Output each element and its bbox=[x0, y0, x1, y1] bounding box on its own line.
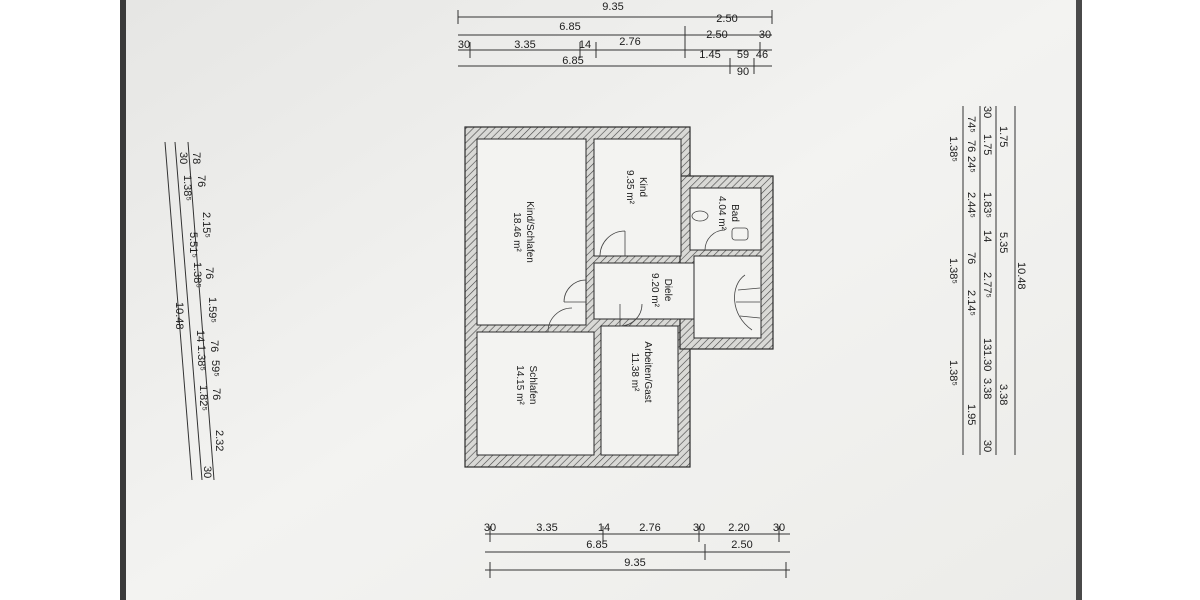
room-kind-area bbox=[593, 138, 682, 257]
room-area-kind-schlafen: 18.46 m² bbox=[511, 212, 522, 252]
room-bad-area bbox=[689, 187, 762, 251]
right-dimension-chain: 10.48 1.75 5.35 3.38 30 1.75 1.83⁵ 14 2.… bbox=[947, 106, 1027, 455]
left-dim-r3-0: 5.51⁵ bbox=[187, 232, 199, 258]
right-dim-r2-3: 14 bbox=[981, 230, 993, 242]
room-label-diele: Diele bbox=[662, 279, 673, 302]
left-edge-shadow bbox=[120, 0, 126, 600]
floor-plan: Kind/Schlafen 18.46 m² Kind 9.35 m² Bad … bbox=[464, 126, 774, 468]
top-dim-r3-3: 46 bbox=[756, 49, 768, 61]
left-dimension-chain: 30 78 76 1.38⁵ 2.15⁵ 76 1.59⁵ 76 59⁵ 76 … bbox=[164, 141, 225, 481]
top-dim-r3-0: 6.85 bbox=[562, 55, 583, 67]
room-arbeiten-area bbox=[600, 325, 679, 456]
right-dim-r3-3: 2.44⁵ bbox=[965, 192, 977, 218]
left-dim-r1-0: 30 bbox=[177, 152, 189, 164]
left-dim-r2-4: 76 bbox=[208, 340, 220, 352]
left-dim-r2-7: 2.32 bbox=[213, 430, 225, 451]
room-label-kind: Kind bbox=[637, 177, 648, 197]
top-dim-r4-0: 90 bbox=[737, 66, 749, 78]
right-dim-r2-6: 1.30 bbox=[981, 350, 993, 371]
room-label-arbeiten-gast: Arbeiten/Gast bbox=[642, 341, 653, 402]
right-dim-r2-8: 30 bbox=[981, 440, 993, 452]
right-dim-r4-2: 1.38⁵ bbox=[947, 360, 959, 386]
door-swing-kind bbox=[599, 230, 626, 257]
right-edge-shadow bbox=[1076, 0, 1082, 600]
top-dim-r2-3: 2.76 bbox=[619, 36, 640, 48]
top-dim-r1-a: 6.85 bbox=[559, 21, 580, 33]
bot-dim-r1-6: 30 bbox=[773, 522, 785, 534]
top-dim-total: 9.35 bbox=[602, 1, 623, 13]
right-dim-r4-1: 1.38⁵ bbox=[947, 258, 959, 284]
door-swing-arbeiten bbox=[619, 303, 643, 327]
right-dim-total: 10.48 bbox=[1015, 262, 1027, 290]
bottom-dimension-chain: 30 3.35 14 2.76 30 2.20 30 6.85 2.50 9.3… bbox=[484, 522, 790, 578]
top-dim-r2-2: 14 bbox=[579, 39, 591, 51]
room-area-bad: 4.04 m² bbox=[716, 196, 727, 231]
room-area-schlafen: 14.15 m² bbox=[514, 365, 525, 405]
right-dim-r3-0: 74⁵ bbox=[965, 116, 977, 133]
left-dim-r3-1: 1.38⁵ bbox=[191, 262, 203, 288]
left-dim-r3-3: 1.38⁵ bbox=[195, 345, 207, 371]
left-dim-total: 10.48 bbox=[173, 302, 185, 330]
room-area-kind: 9.35 m² bbox=[624, 170, 635, 205]
right-dim-r1-2: 3.38 bbox=[997, 384, 1009, 405]
left-dim-r1-1: 78 bbox=[190, 152, 202, 164]
bot-dim-total: 9.35 bbox=[624, 557, 645, 569]
right-dim-r3-1: 76 bbox=[965, 140, 977, 152]
top-dim-r1-b: 2.50 bbox=[716, 13, 737, 25]
right-dim-r2-7: 3.38 bbox=[981, 378, 993, 399]
right-dim-r2-1: 1.75 bbox=[981, 134, 993, 155]
top-dim-r2-0: 30 bbox=[458, 39, 470, 51]
right-dim-r4-0: 1.38⁵ bbox=[947, 136, 959, 162]
left-dim-r2-2: 76 bbox=[203, 267, 215, 279]
left-dim-r2-6: 76 bbox=[210, 388, 222, 400]
door-swing-kind-schlafen bbox=[563, 279, 587, 303]
left-dim-r3-2: 14 bbox=[194, 330, 206, 342]
top-dim-r3-1: 1.45 bbox=[699, 49, 720, 61]
door-swing-bad bbox=[704, 229, 726, 251]
right-dim-r3-6: 1.95 bbox=[965, 404, 977, 425]
top-dim-r2-1: 3.35 bbox=[514, 39, 535, 51]
top-dim-r2-5: 30 bbox=[759, 29, 771, 41]
bot-dim-r1-2: 14 bbox=[598, 522, 610, 534]
left-dim-r2-3: 1.59⁵ bbox=[206, 297, 218, 323]
right-dim-r3-2: 24⁵ bbox=[965, 156, 977, 173]
bot-dim-r1-1: 3.35 bbox=[536, 522, 557, 534]
left-dim-r3-4: 1.82⁵ bbox=[197, 385, 209, 411]
right-dim-r2-5: 13 bbox=[981, 338, 993, 350]
right-dim-r1-1: 5.35 bbox=[997, 232, 1009, 253]
room-label-schlafen: Schlafen bbox=[527, 366, 538, 405]
room-schlafen-area bbox=[476, 331, 595, 456]
room-stair-area bbox=[693, 255, 762, 339]
bot-dim-r1-0: 30 bbox=[484, 522, 496, 534]
room-label-kind-schlafen: Kind/Schlafen bbox=[524, 201, 535, 263]
left-dim-r3-5: 30 bbox=[201, 466, 213, 478]
right-dim-r1-0: 1.75 bbox=[997, 126, 1009, 147]
top-dimension-chain: 9.35 6.85 2.50 30 3.35 14 2.76 2.50 30 6… bbox=[457, 1, 773, 78]
top-dim-r3-2: 59 bbox=[737, 49, 749, 61]
room-label-bad: Bad bbox=[729, 204, 740, 222]
right-dim-r2-4: 2.77⁵ bbox=[981, 272, 993, 298]
bot-dim-r1-3: 2.76 bbox=[639, 522, 660, 534]
bot-dim-r2-1: 2.50 bbox=[731, 539, 752, 551]
bot-dim-r1-5: 2.20 bbox=[728, 522, 749, 534]
left-dim-r2-5: 59⁵ bbox=[209, 360, 221, 377]
door-swing-schlafen bbox=[547, 307, 573, 333]
room-area-arbeiten-gast: 11.38 m² bbox=[629, 353, 640, 392]
bot-dim-r1-4: 30 bbox=[693, 522, 705, 534]
left-dim-r2-1: 2.15⁵ bbox=[200, 212, 212, 238]
room-area-diele: 9.20 m² bbox=[649, 273, 660, 308]
right-dim-r2-2: 1.83⁵ bbox=[981, 192, 993, 218]
stair-symbol bbox=[734, 274, 761, 331]
left-dim-r1-2: 76 bbox=[195, 175, 207, 187]
left-dim-r2-0: 1.38⁵ bbox=[181, 175, 193, 201]
right-dim-r3-5: 2.14⁵ bbox=[965, 290, 977, 316]
room-kind-schlafen-area bbox=[476, 138, 587, 326]
bot-dim-r2-0: 6.85 bbox=[586, 539, 607, 551]
right-dim-r2-0: 30 bbox=[981, 106, 993, 118]
basin-symbol bbox=[731, 227, 749, 241]
right-dim-r3-4: 76 bbox=[965, 252, 977, 264]
top-dim-r2-4: 2.50 bbox=[706, 29, 727, 41]
toilet-symbol bbox=[691, 210, 709, 222]
